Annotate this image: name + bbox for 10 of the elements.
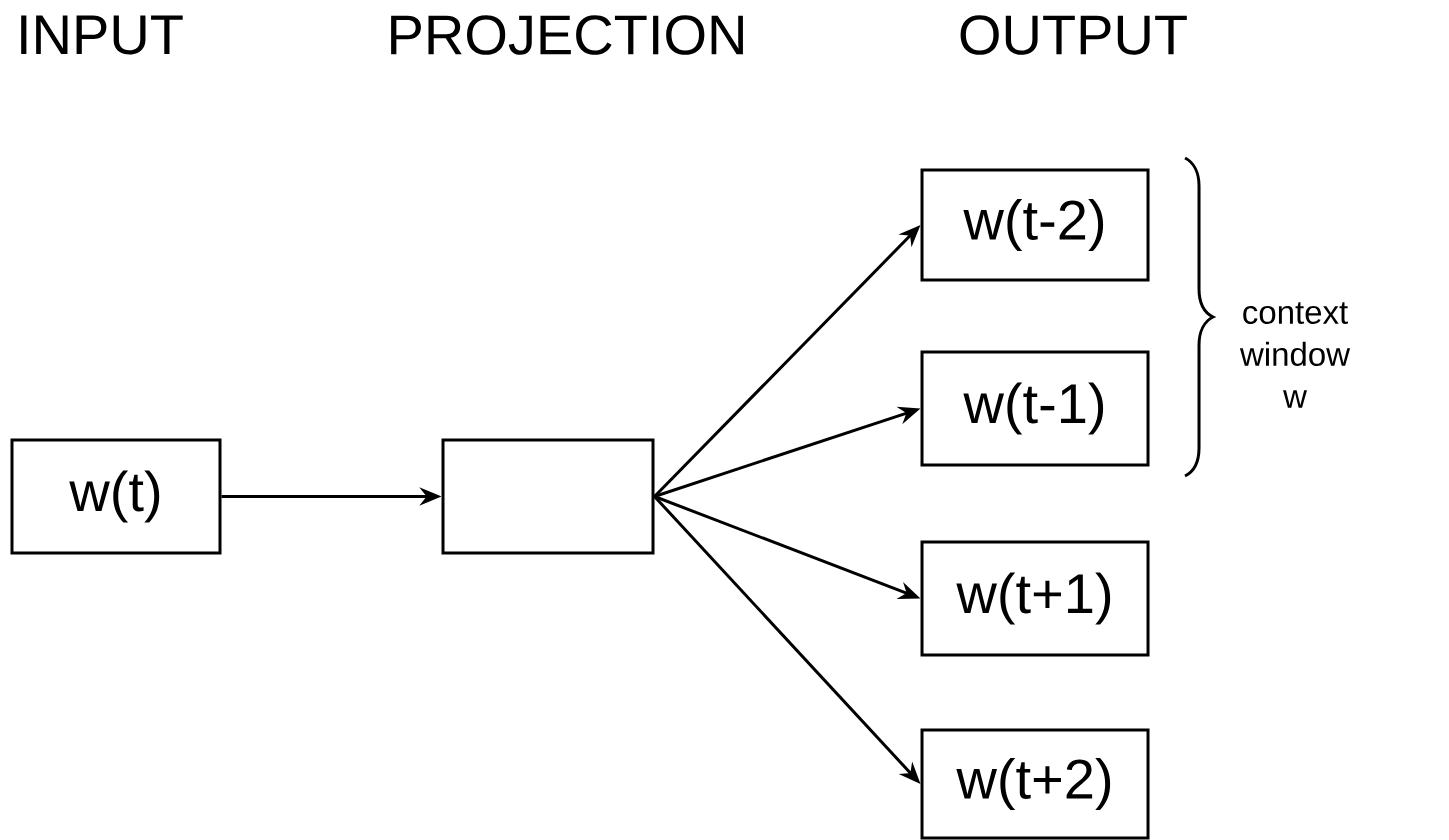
word-box: w(t) [10, 438, 222, 555]
word-box: w(t-2) [920, 168, 1150, 282]
word-box: w(t+2) [920, 728, 1150, 840]
column-heading: INPUT [21, 15, 183, 55]
word-box: w(t+1) [920, 540, 1150, 657]
brace-label: context window w [1239, 302, 1351, 408]
word-box: w(t-1) [920, 350, 1150, 467]
projection-box [441, 438, 655, 555]
column-heading: OUTPUT [960, 15, 1187, 55]
column-heading: PROJECTION [391, 15, 743, 55]
